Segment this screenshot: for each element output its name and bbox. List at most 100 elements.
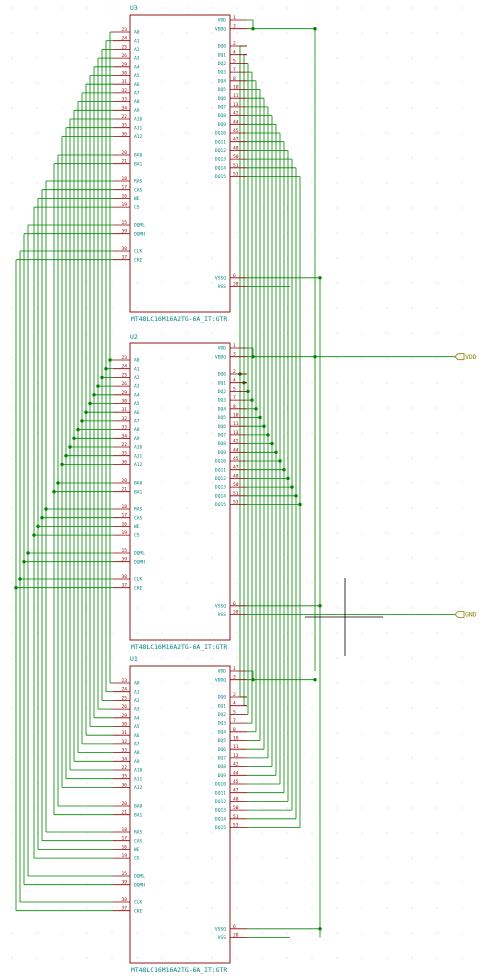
grid-dot [361, 782, 363, 784]
pin-number: 34 [121, 105, 127, 111]
pin-number: 5 [233, 709, 236, 715]
grid-dot [236, 107, 238, 109]
pin-number: 44 [233, 770, 239, 776]
junction-dot [64, 454, 68, 458]
grid-dot [261, 632, 263, 634]
pin-name: VDDQ [215, 677, 226, 683]
pin-name: BA0 [134, 153, 143, 159]
grid-dot [86, 32, 88, 34]
grid-dot [361, 157, 363, 159]
grid-dot [161, 507, 163, 509]
grid-dot [11, 632, 13, 634]
pin-number: 48 [233, 145, 239, 151]
grid-dot [211, 407, 213, 409]
pin-name: DQ4 [218, 78, 227, 84]
grid-dot [286, 57, 288, 59]
pin-number: 47 [233, 465, 239, 471]
junction-dot [251, 678, 255, 682]
grid-dot [336, 832, 338, 834]
pin-name: A11 [134, 125, 143, 131]
grid-dot [11, 407, 13, 409]
pin-number: 37 [121, 255, 127, 261]
grid-dot [411, 282, 413, 284]
pin-number: 16 [121, 521, 127, 527]
grid-dot [461, 132, 463, 134]
grid-dot [261, 7, 263, 9]
grid-dot [136, 32, 138, 34]
grid-dot [186, 682, 188, 684]
pin-name: A9 [134, 108, 140, 114]
grid-dot [236, 532, 238, 534]
grid-dot [36, 107, 38, 109]
component-u3: U3MT48LC16M16A2TG-6A_IT:GTR23A024A125A22… [113, 4, 247, 323]
grid-dot [461, 207, 463, 209]
pin-number: 32 [121, 739, 127, 745]
grid-dot [236, 957, 238, 959]
grid-dot [236, 182, 238, 184]
pin-name: A10 [134, 445, 143, 451]
grid-dot [361, 7, 363, 9]
grid-dot [111, 132, 113, 134]
pin-name: VSS [218, 935, 227, 941]
grid-dot [261, 432, 263, 434]
grid-dot [211, 32, 213, 34]
grid-dot [311, 232, 313, 234]
grid-dot [336, 582, 338, 584]
grid-dot [136, 382, 138, 384]
pin-number: 45 [233, 456, 239, 462]
grid-dot [11, 32, 13, 34]
pin-name: BA1 [134, 161, 143, 167]
pin-name: DQ1 [218, 703, 227, 709]
grid-dot [36, 307, 38, 309]
pin-number: 44 [233, 119, 239, 125]
grid-dot [386, 57, 388, 59]
pin-name: A2 [134, 375, 140, 381]
pin-number: 45 [233, 779, 239, 785]
grid-dot [361, 857, 363, 859]
grid-dot [136, 682, 138, 684]
grid-dot [361, 882, 363, 884]
grid-dot [261, 232, 263, 234]
grid-dot [61, 132, 63, 134]
pin-name: A2 [134, 698, 140, 704]
grid-dot [111, 932, 113, 934]
grid-dot [186, 907, 188, 909]
grid-dot [161, 32, 163, 34]
grid-dot [261, 207, 263, 209]
grid-dot [311, 907, 313, 909]
pin-number: 24 [121, 687, 127, 693]
pin-number: 28 [233, 610, 239, 616]
grid-dot [261, 407, 263, 409]
grid-dot [336, 732, 338, 734]
pin-number: 23 [121, 678, 127, 684]
grid-dot [11, 957, 13, 959]
grid-dot [186, 507, 188, 509]
grid-dot [361, 632, 363, 634]
grid-dot [336, 507, 338, 509]
grid-dot [11, 432, 13, 434]
pin-number: 3 [233, 675, 236, 681]
grid-dot [436, 107, 438, 109]
grid-dot [186, 882, 188, 884]
grid-dot [161, 807, 163, 809]
pin-name: DQ5 [218, 738, 227, 744]
grid-dot [286, 857, 288, 859]
pin-name: DQ12 [215, 148, 226, 154]
component-ref: U1 [130, 655, 138, 663]
grid-dot [361, 582, 363, 584]
pin-name: DQ6 [218, 424, 227, 430]
pin-name: DQ9 [218, 122, 227, 128]
pin-name: CLK [134, 577, 143, 583]
grid-dot [411, 82, 413, 84]
grid-dot [186, 932, 188, 934]
grid-dot [236, 82, 238, 84]
grid-dot [36, 7, 38, 9]
grid-dot [211, 107, 213, 109]
pin-name: WE [134, 196, 140, 202]
pin-name: A8 [134, 427, 140, 433]
pin-name: A12 [134, 134, 143, 140]
pin-number: 30 [121, 71, 127, 77]
grid-dot [61, 907, 63, 909]
pin-name: DQ12 [215, 799, 226, 805]
grid-dot [211, 132, 213, 134]
